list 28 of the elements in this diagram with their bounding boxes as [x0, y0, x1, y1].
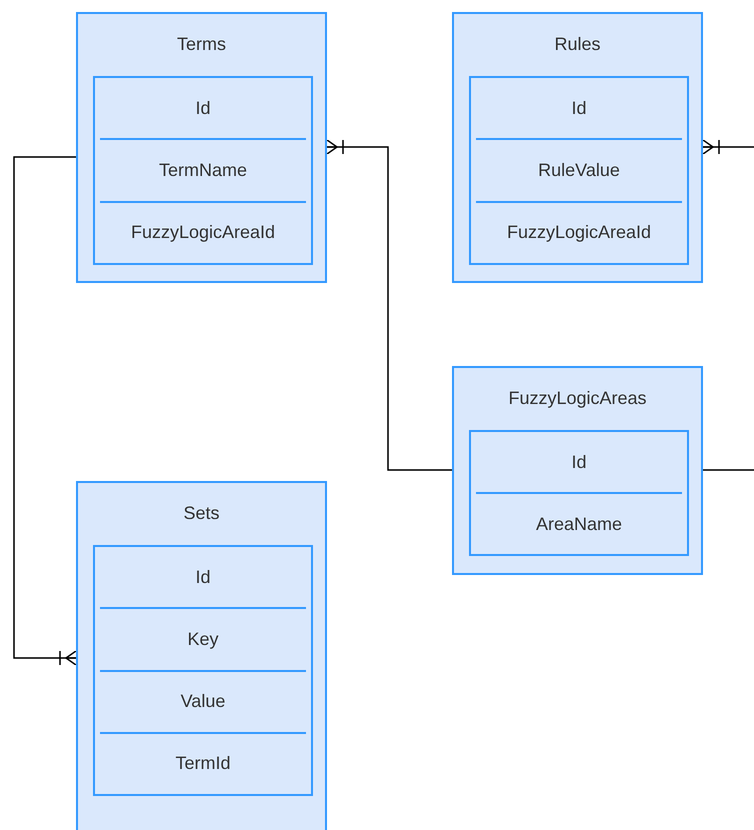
field-name: RuleValue [538, 158, 620, 182]
field-list-box [93, 545, 313, 796]
field-list-box [469, 430, 689, 556]
field-name: Id [571, 96, 586, 120]
entity-title: Sets [183, 502, 220, 524]
entity-title: Terms [177, 32, 226, 56]
field-name: AreaName [536, 512, 622, 536]
relationship-line [703, 469, 754, 471]
entity-title: Rules [554, 32, 601, 56]
field-name: Id [195, 96, 210, 120]
field-name: FuzzyLogicAreaId [506, 221, 652, 244]
relationship-line [702, 139, 754, 155]
field-list-box [469, 76, 689, 265]
entity-title: FuzzyLogicAreas [508, 386, 647, 410]
field-name: Value [180, 690, 226, 714]
field-name: Id [571, 450, 586, 474]
field-name: TermId [175, 752, 230, 776]
entity-box [452, 366, 703, 575]
entity-box [76, 12, 327, 283]
relationship-line [326, 139, 452, 471]
field-list-box [93, 76, 313, 265]
field-name: Key [187, 628, 219, 651]
entity-box [452, 12, 703, 283]
field-name: Id [195, 566, 210, 589]
field-name: FuzzyLogicAreaId [130, 221, 276, 244]
field-name: TermName [158, 158, 247, 182]
relationship-line [13, 156, 77, 666]
entity-box [76, 481, 327, 830]
